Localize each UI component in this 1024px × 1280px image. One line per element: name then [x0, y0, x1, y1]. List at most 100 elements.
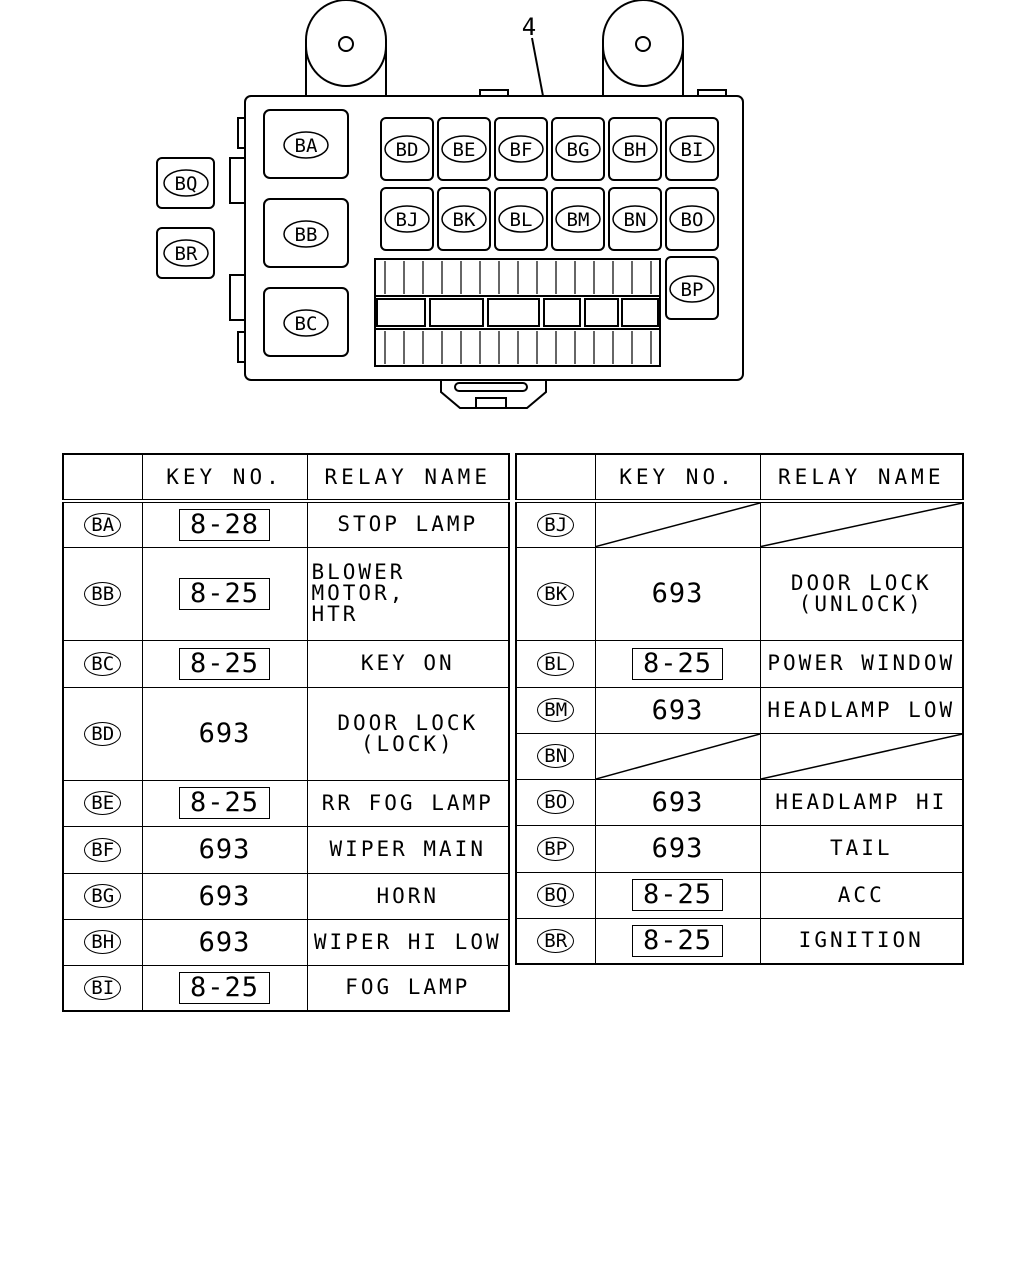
- left-header-row: KEY NO.RELAY NAME: [62, 453, 510, 503]
- connector-code: BG: [84, 884, 122, 908]
- relay-name: BLOWER MOTOR,HTR: [306, 546, 510, 641]
- key-number: 693: [141, 825, 308, 874]
- connector-label-bi: BI: [681, 139, 704, 161]
- connector-label-bk: BK: [453, 209, 476, 231]
- connector-label-bh: BH: [624, 139, 647, 161]
- key-number: 8-28: [141, 500, 308, 548]
- connector-code: BQ: [537, 883, 575, 907]
- connector-code: BJ: [537, 512, 575, 537]
- key-number: 693: [594, 686, 761, 734]
- empty-cell: [594, 732, 761, 780]
- connector-label-bb: BB: [295, 224, 318, 246]
- connector-code: BR: [537, 928, 575, 953]
- connector-label-ba: BA: [295, 135, 318, 157]
- table-row: BJ: [515, 500, 964, 548]
- relay-name: WIPER HI LOW: [306, 918, 510, 966]
- mount-ear-left: [305, 0, 387, 97]
- connector-label-bj: BJ: [396, 209, 419, 231]
- table-row: BN: [515, 732, 964, 780]
- empty-cell: [759, 500, 964, 548]
- right-header-code: [515, 453, 596, 503]
- connector-label-bc: BC: [295, 313, 318, 335]
- relay-name: HORN: [306, 872, 510, 920]
- connector-code: BP: [537, 836, 575, 861]
- key-number: 693: [141, 872, 308, 920]
- left-header-key: KEY NO.: [141, 453, 308, 503]
- relay-name: DOOR LOCK(UNLOCK): [759, 546, 964, 641]
- relay-name: TAIL: [759, 824, 964, 873]
- key-number: 8-25: [141, 964, 308, 1012]
- connector-label-bl: BL: [510, 209, 533, 231]
- right-header-name: RELAY NAME: [759, 453, 964, 503]
- connector-code: BM: [537, 698, 575, 722]
- key-number: 693: [594, 778, 761, 826]
- connector-label-bg: BG: [567, 139, 590, 161]
- relay-name: HEADLAMP HI: [759, 778, 964, 826]
- connector-code: BK: [537, 581, 575, 606]
- relay-name: FOG LAMP: [306, 964, 510, 1012]
- callout-number: 4: [522, 13, 536, 41]
- relay-name: WIPER MAIN: [306, 825, 510, 874]
- connector-code: BI: [84, 975, 122, 1000]
- key-number: 8-25: [594, 917, 761, 965]
- connector-label-bd: BD: [396, 139, 419, 161]
- connector-label-br: BR: [175, 243, 198, 265]
- connector-code: BE: [84, 791, 122, 815]
- key-number: 8-25: [594, 871, 761, 919]
- key-number: 8-25: [141, 546, 308, 641]
- right-header-row: KEY NO.RELAY NAME: [515, 453, 964, 503]
- empty-cell: [594, 500, 761, 548]
- relay-name: HEADLAMP LOW: [759, 686, 964, 734]
- left-header-name: RELAY NAME: [306, 453, 510, 503]
- connector-code: BC: [84, 651, 122, 676]
- relay-name: POWER WINDOW: [759, 639, 964, 688]
- connector-label-bf: BF: [510, 139, 533, 161]
- key-number: 8-25: [141, 779, 308, 827]
- relay-name: DOOR LOCK(LOCK): [306, 686, 510, 781]
- connector-code: BD: [84, 721, 122, 746]
- relay-name: STOP LAMP: [306, 500, 510, 548]
- key-number: 693: [141, 918, 308, 966]
- connector-label-be: BE: [453, 139, 476, 161]
- empty-cell: [759, 732, 964, 780]
- relay-name: IGNITION: [759, 917, 964, 965]
- key-number: 693: [141, 686, 308, 781]
- key-number: 8-25: [594, 639, 761, 688]
- connector-code: BF: [84, 837, 122, 862]
- mount-ear-right: [602, 0, 684, 97]
- relay-name: RR FOG LAMP: [306, 779, 510, 827]
- connector-label-bm: BM: [567, 209, 590, 231]
- right-header-key: KEY NO.: [594, 453, 761, 503]
- connector-label-bo: BO: [681, 209, 704, 231]
- connector-code: BO: [537, 790, 575, 814]
- connector-label-bn: BN: [624, 209, 647, 231]
- connector-code: BB: [84, 581, 122, 606]
- key-number: 693: [594, 546, 761, 641]
- connector-label-bp: BP: [681, 279, 704, 301]
- connector-code: BL: [537, 651, 575, 676]
- key-number: 693: [594, 824, 761, 873]
- connector-code: BN: [537, 744, 575, 768]
- key-number: 8-25: [141, 639, 308, 688]
- left-header-code: [62, 453, 143, 503]
- connector-code: BA: [84, 512, 122, 537]
